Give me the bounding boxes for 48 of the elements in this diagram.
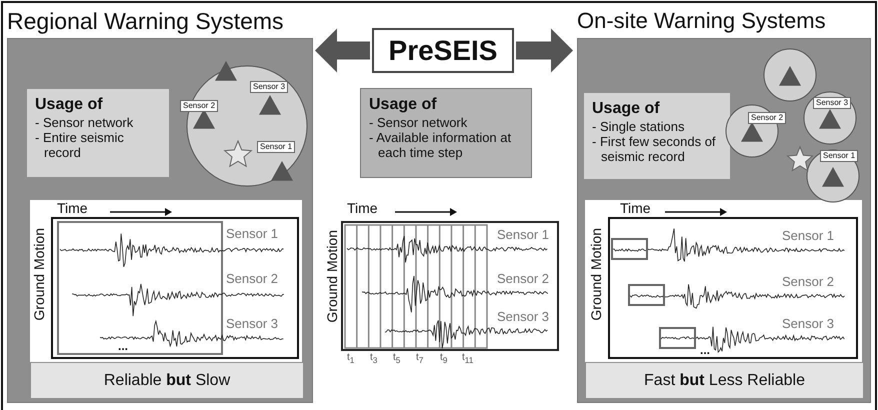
block-arrow <box>315 28 370 72</box>
box-heading: Usage of <box>35 95 104 115</box>
bullet-item: - Available information at each time step <box>369 130 512 160</box>
axis-title: Ground Motion <box>325 230 340 323</box>
bullet-item: - First few seconds of seismic record <box>592 134 717 164</box>
sensor-tag: Sensor 3 <box>813 97 852 109</box>
block-arrow <box>516 28 573 72</box>
trace-label: Sensor 3 <box>782 316 834 331</box>
sensor-tag: Sensor 1 <box>257 141 296 153</box>
tick-label: t$_{1}$ <box>347 352 354 366</box>
tick-label: t$_{9}$ <box>440 352 448 366</box>
sensor-tag: Sensor 1 <box>820 150 858 162</box>
box-heading: Usage of <box>592 99 661 119</box>
tick-label: t$_{3}$ <box>370 352 378 366</box>
note-box <box>584 93 730 179</box>
bullet-item: - Entire seismic record <box>35 130 125 160</box>
tick-label: t$_{5}$ <box>393 352 400 366</box>
trace-label: Sensor 2 <box>226 271 278 286</box>
trace-label: Sensor 1 <box>497 227 550 242</box>
ellipsis: ... <box>118 340 128 352</box>
summary-band: Reliable but Slow <box>31 363 303 398</box>
tick-label: t$_{7}$ <box>416 352 424 366</box>
tick-label: t$_{11}$ <box>462 352 474 366</box>
trace-label: Sensor 1 <box>226 226 278 241</box>
axis-title: Ground Motion <box>32 228 47 321</box>
trace-label: Sensor 2 <box>497 271 550 286</box>
sensor-tag: Sensor 2 <box>748 112 786 124</box>
bullet-item: - Sensor network <box>369 115 468 130</box>
trace-label: Sensor 2 <box>782 274 834 289</box>
trace-label: Sensor 3 <box>497 309 550 324</box>
trace-label: Sensor 3 <box>226 316 278 331</box>
sensor-tag: Sensor 3 <box>250 81 288 93</box>
panel-title: Regional Warning Systems <box>7 7 284 35</box>
axis-title: Time <box>57 201 88 216</box>
bullet-item: - Single stations <box>592 119 686 134</box>
axis-title: Time <box>620 201 651 216</box>
ellipsis: ... <box>700 344 710 356</box>
axis-title: Time <box>347 201 378 216</box>
sensor-tag: Sensor 2 <box>180 100 218 112</box>
bullet-item: - Sensor network <box>35 115 134 130</box>
box-heading: Usage of <box>369 95 438 115</box>
summary-band: Fast but Less Reliable <box>586 363 863 398</box>
axis-title: Ground Motion <box>589 228 604 321</box>
title-box: PreSEIS <box>372 28 514 73</box>
trace-label: Sensor 1 <box>782 228 834 243</box>
panel-title: On-site Warning Systems <box>577 7 826 35</box>
note-box <box>360 88 532 178</box>
note-box <box>27 89 169 177</box>
